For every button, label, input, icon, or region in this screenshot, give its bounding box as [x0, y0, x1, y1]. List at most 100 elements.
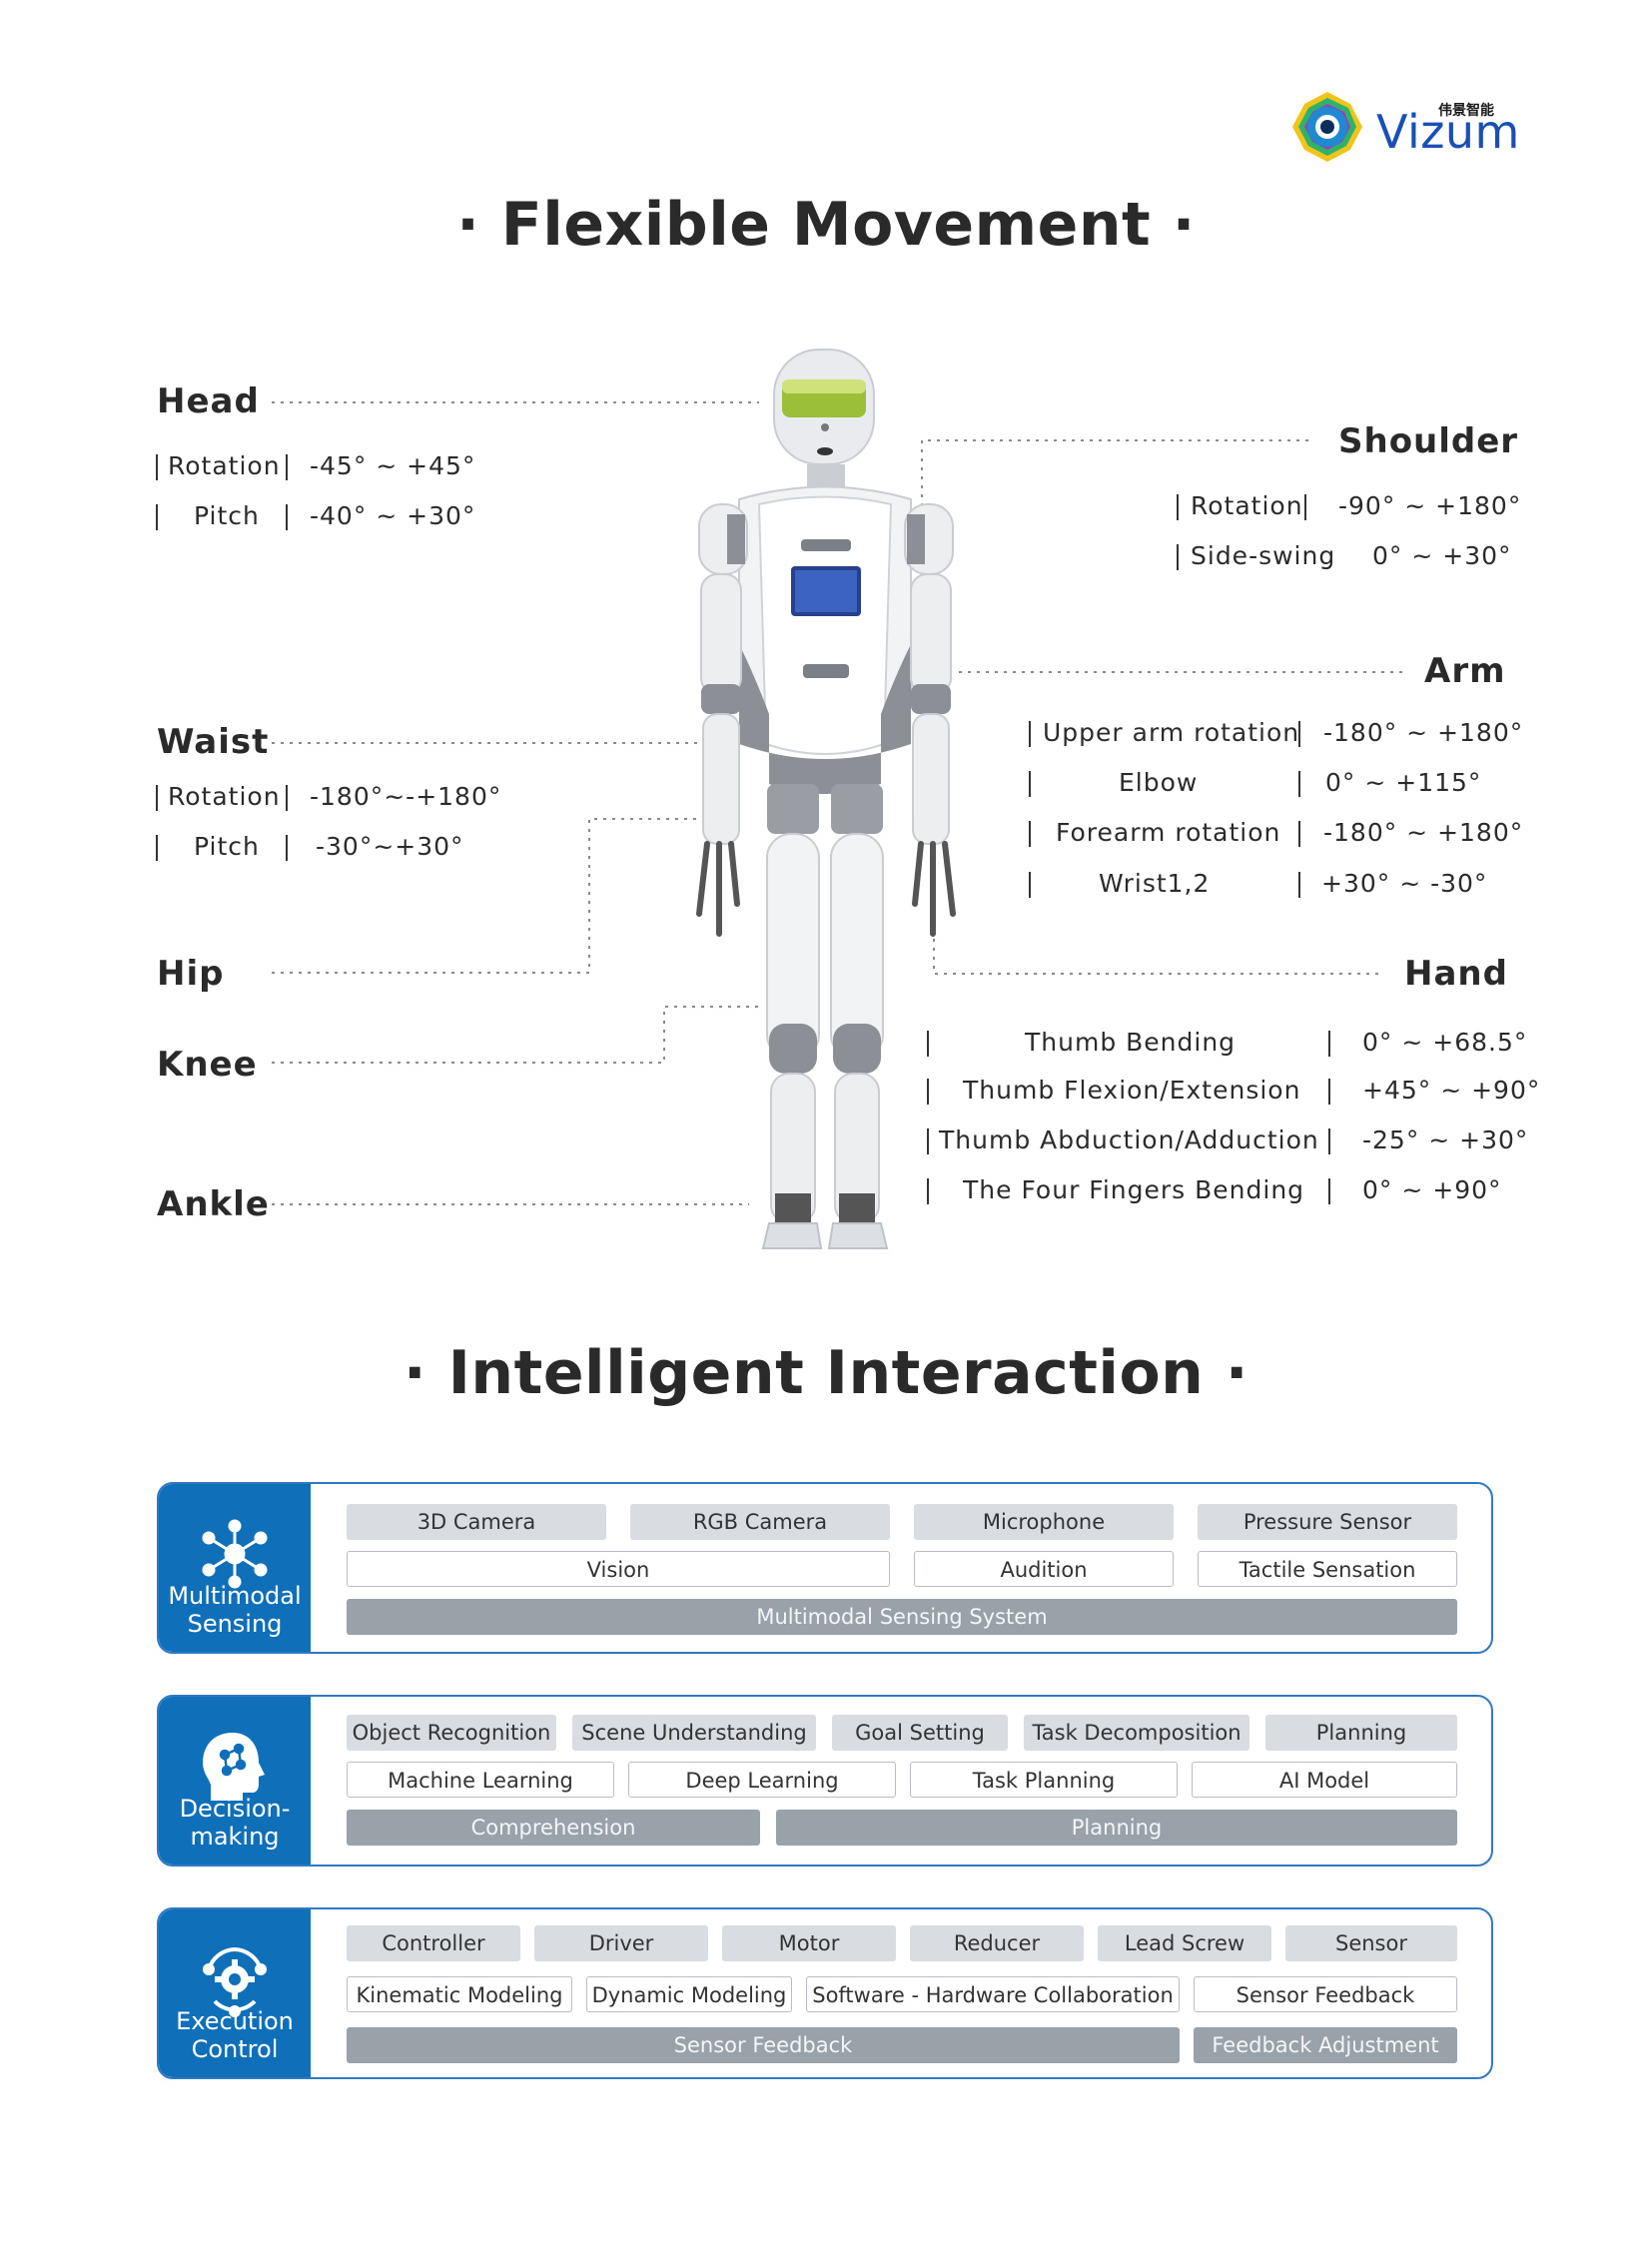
chip-pressure-sensor: Pressure Sensor [1198, 1504, 1457, 1540]
divider [1029, 872, 1031, 898]
brand-name-cn: 伟景智能 [1438, 103, 1494, 119]
divider [927, 1031, 929, 1057]
arm-wrist-key: Wrist1,2 [1099, 869, 1211, 898]
chip-planning: Planning [1265, 1715, 1457, 1751]
chip-dynamic-modeling: Dynamic Modeling [586, 1976, 792, 2012]
chip-planning-bar: Planning [776, 1810, 1457, 1846]
chip-task-decomposition: Task Decomposition [1024, 1715, 1249, 1751]
head-pitch-key: Pitch [194, 501, 260, 530]
chip-controller: Controller [347, 1925, 520, 1961]
network-icon [202, 1519, 268, 1589]
divider [1029, 821, 1031, 847]
hand-thumb-flexion-key: Thumb Flexion/Extension [963, 1076, 1301, 1105]
divider [1298, 771, 1300, 797]
divider [1328, 1178, 1330, 1204]
brand-name: Vizum [1376, 105, 1520, 159]
execution-panel: Execution Control Controller Driver Moto… [157, 1907, 1493, 2079]
sensing-title: Multimodal Sensing [159, 1582, 311, 1638]
chip-tactile-sensation: Tactile Sensation [1198, 1551, 1457, 1587]
sensing-title-line2: Sensing [187, 1610, 283, 1638]
hand-label: Hand [1404, 954, 1508, 994]
waist-rotation-key: Rotation [168, 782, 281, 811]
hand-thumb-flexion-value: +45° ~ +90° [1362, 1076, 1541, 1105]
shoulder-sideswing-key: Side-swing [1191, 541, 1336, 570]
divider [1298, 821, 1300, 847]
divider [927, 1128, 929, 1154]
head-rotation-value: -45° ~ +45° [310, 451, 476, 480]
sensing-panel: Multimodal Sensing 3D Camera RGB Camera … [157, 1482, 1493, 1654]
hip-label: Hip [157, 954, 225, 994]
divider [1029, 771, 1031, 797]
chip-driver: Driver [534, 1925, 708, 1961]
interaction-title: · Intelligent Interaction · [403, 1338, 1249, 1408]
chip-comprehension: Comprehension [347, 1810, 760, 1846]
divider [927, 1178, 929, 1204]
arm-elbow-key: Elbow [1119, 768, 1199, 797]
chip-machine-learning: Machine Learning [347, 1762, 614, 1798]
knee-label: Knee [157, 1045, 258, 1085]
chip-multimodal-sensing-system: Multimodal Sensing System [347, 1599, 1457, 1635]
shoulder-rotation-value: -90° ~ +180° [1338, 491, 1522, 520]
chip-audition: Audition [914, 1551, 1174, 1587]
execution-sidebar: Execution Control [159, 1909, 311, 2077]
divider [286, 835, 288, 861]
arm-upper-rotation-key: Upper arm rotation [1043, 718, 1300, 747]
chip-kinematic-modeling: Kinematic Modeling [347, 1976, 572, 2012]
chip-deep-learning: Deep Learning [628, 1762, 896, 1798]
divider [1328, 1128, 1330, 1154]
chip-3d-camera: 3D Camera [347, 1504, 606, 1540]
divider [1304, 494, 1306, 520]
hand-thumb-bending-value: 0° ~ +68.5° [1362, 1028, 1528, 1057]
divider [1177, 544, 1179, 570]
decision-title: Decision- making [159, 1795, 311, 1851]
chip-motor: Motor [722, 1925, 896, 1961]
waist-pitch-value: -30°~+30° [316, 832, 464, 861]
decision-panel: Decision- making Object Recognition Scen… [157, 1695, 1493, 1867]
movement-title: · Flexible Movement · [456, 190, 1196, 260]
ankle-label: Ankle [157, 1184, 270, 1224]
chip-goal-setting: Goal Setting [832, 1715, 1008, 1751]
sensing-title-line1: Multimodal [168, 1582, 302, 1610]
arm-label: Arm [1424, 651, 1506, 691]
hand-thumb-abduction-value: -25° ~ +30° [1362, 1125, 1529, 1154]
shoulder-label: Shoulder [1338, 421, 1519, 461]
divider [1328, 1031, 1330, 1057]
divider [286, 454, 288, 480]
chip-sensor-feedback-outline: Sensor Feedback [1194, 1976, 1457, 2012]
divider [1177, 494, 1179, 520]
chip-rgb-camera: RGB Camera [630, 1504, 890, 1540]
divider [286, 785, 288, 811]
divider [156, 785, 158, 811]
divider [286, 504, 288, 530]
gear-network-icon [203, 1947, 267, 2017]
execution-title-line2: Control [191, 2035, 279, 2063]
head-rotation-key: Rotation [168, 451, 281, 480]
hand-thumb-abduction-key: Thumb Abduction/Adduction [939, 1125, 1319, 1154]
hand-thumb-bending-key: Thumb Bending [1025, 1028, 1237, 1057]
waist-label: Waist [157, 722, 270, 762]
chip-task-planning: Task Planning [910, 1762, 1178, 1798]
arm-forearm-rotation-value: -180° ~ +180° [1323, 818, 1524, 847]
waist-pitch-key: Pitch [194, 832, 260, 861]
chip-ai-model: AI Model [1192, 1762, 1457, 1798]
divider [1298, 721, 1300, 747]
chip-software-hardware-collaboration: Software - Hardware Collaboration [806, 1976, 1180, 2012]
chip-object-recognition: Object Recognition [347, 1715, 556, 1751]
chip-feedback-adjustment: Feedback Adjustment [1194, 2027, 1457, 2063]
head-pitch-value: -40° ~ +30° [310, 501, 476, 530]
decision-title-line1: Decision- [179, 1795, 291, 1823]
divider [156, 454, 158, 480]
arm-elbow-value: 0° ~ +115° [1325, 768, 1482, 797]
decision-sidebar: Decision- making [159, 1697, 311, 1865]
sensing-sidebar: Multimodal Sensing [159, 1484, 311, 1652]
hand-four-fingers-key: The Four Fingers Bending [963, 1175, 1305, 1204]
head-label: Head [157, 381, 260, 421]
execution-title: Execution Control [159, 2007, 311, 2063]
chip-sensor: Sensor [1285, 1925, 1457, 1961]
divider [156, 835, 158, 861]
divider [1298, 872, 1300, 898]
decision-title-line2: making [190, 1823, 280, 1851]
divider [927, 1079, 929, 1105]
waist-rotation-value: -180°~-+180° [310, 782, 502, 811]
chip-scene-understanding: Scene Understanding [572, 1715, 816, 1751]
